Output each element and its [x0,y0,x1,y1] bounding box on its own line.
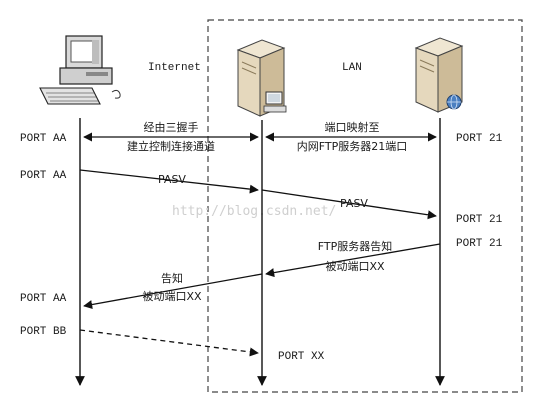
server-with-terminal-icon [236,39,287,117]
mapping-text-1: 端口映射至 [325,120,380,134]
lan-boundary [207,19,523,393]
data-connection-arrow [79,329,259,357]
client-port-bb: PORT BB [20,326,67,338]
client-notify-text-1: 告知 [161,271,183,285]
ftp-notify-text-2: 被动端口XX [325,260,385,273]
pasv-arrow-1 [79,169,259,194]
client-port-aa-2: PORT AA [20,170,67,182]
handshake-text-1: 经由三握手 [144,120,199,134]
handshake-text-2: 建立控制连接通道 [127,139,215,153]
client-notify-arrow [83,273,263,310]
server-port-21-3: PORT 21 [456,238,503,250]
client-notify-text-2: 被动端口XX [142,290,202,303]
client-port-aa-1: PORT AA [20,133,67,145]
server-globe-icon [414,37,464,113]
mapping-text-2: 内网FTP服务器21端口 [297,139,407,153]
computer-icon [39,35,121,105]
server-port-21-1: PORT 21 [456,133,503,145]
internet-label: Internet [148,62,201,74]
port-xx-label: PORT XX [278,351,325,363]
lan-label: LAN [342,62,362,74]
pasv-label-1: PASV [158,173,186,186]
ftp-notify-text-1: FTP服务器告知 [318,239,393,253]
client-port-aa-3: PORT AA [20,293,67,305]
watermark: http://blog.csdn.net/ [172,204,336,219]
pasv-arrow-2 [261,189,437,220]
ftp-notify-arrow [265,243,441,278]
pasv-label-2: PASV [340,197,368,210]
server-port-21-2: PORT 21 [456,214,503,226]
